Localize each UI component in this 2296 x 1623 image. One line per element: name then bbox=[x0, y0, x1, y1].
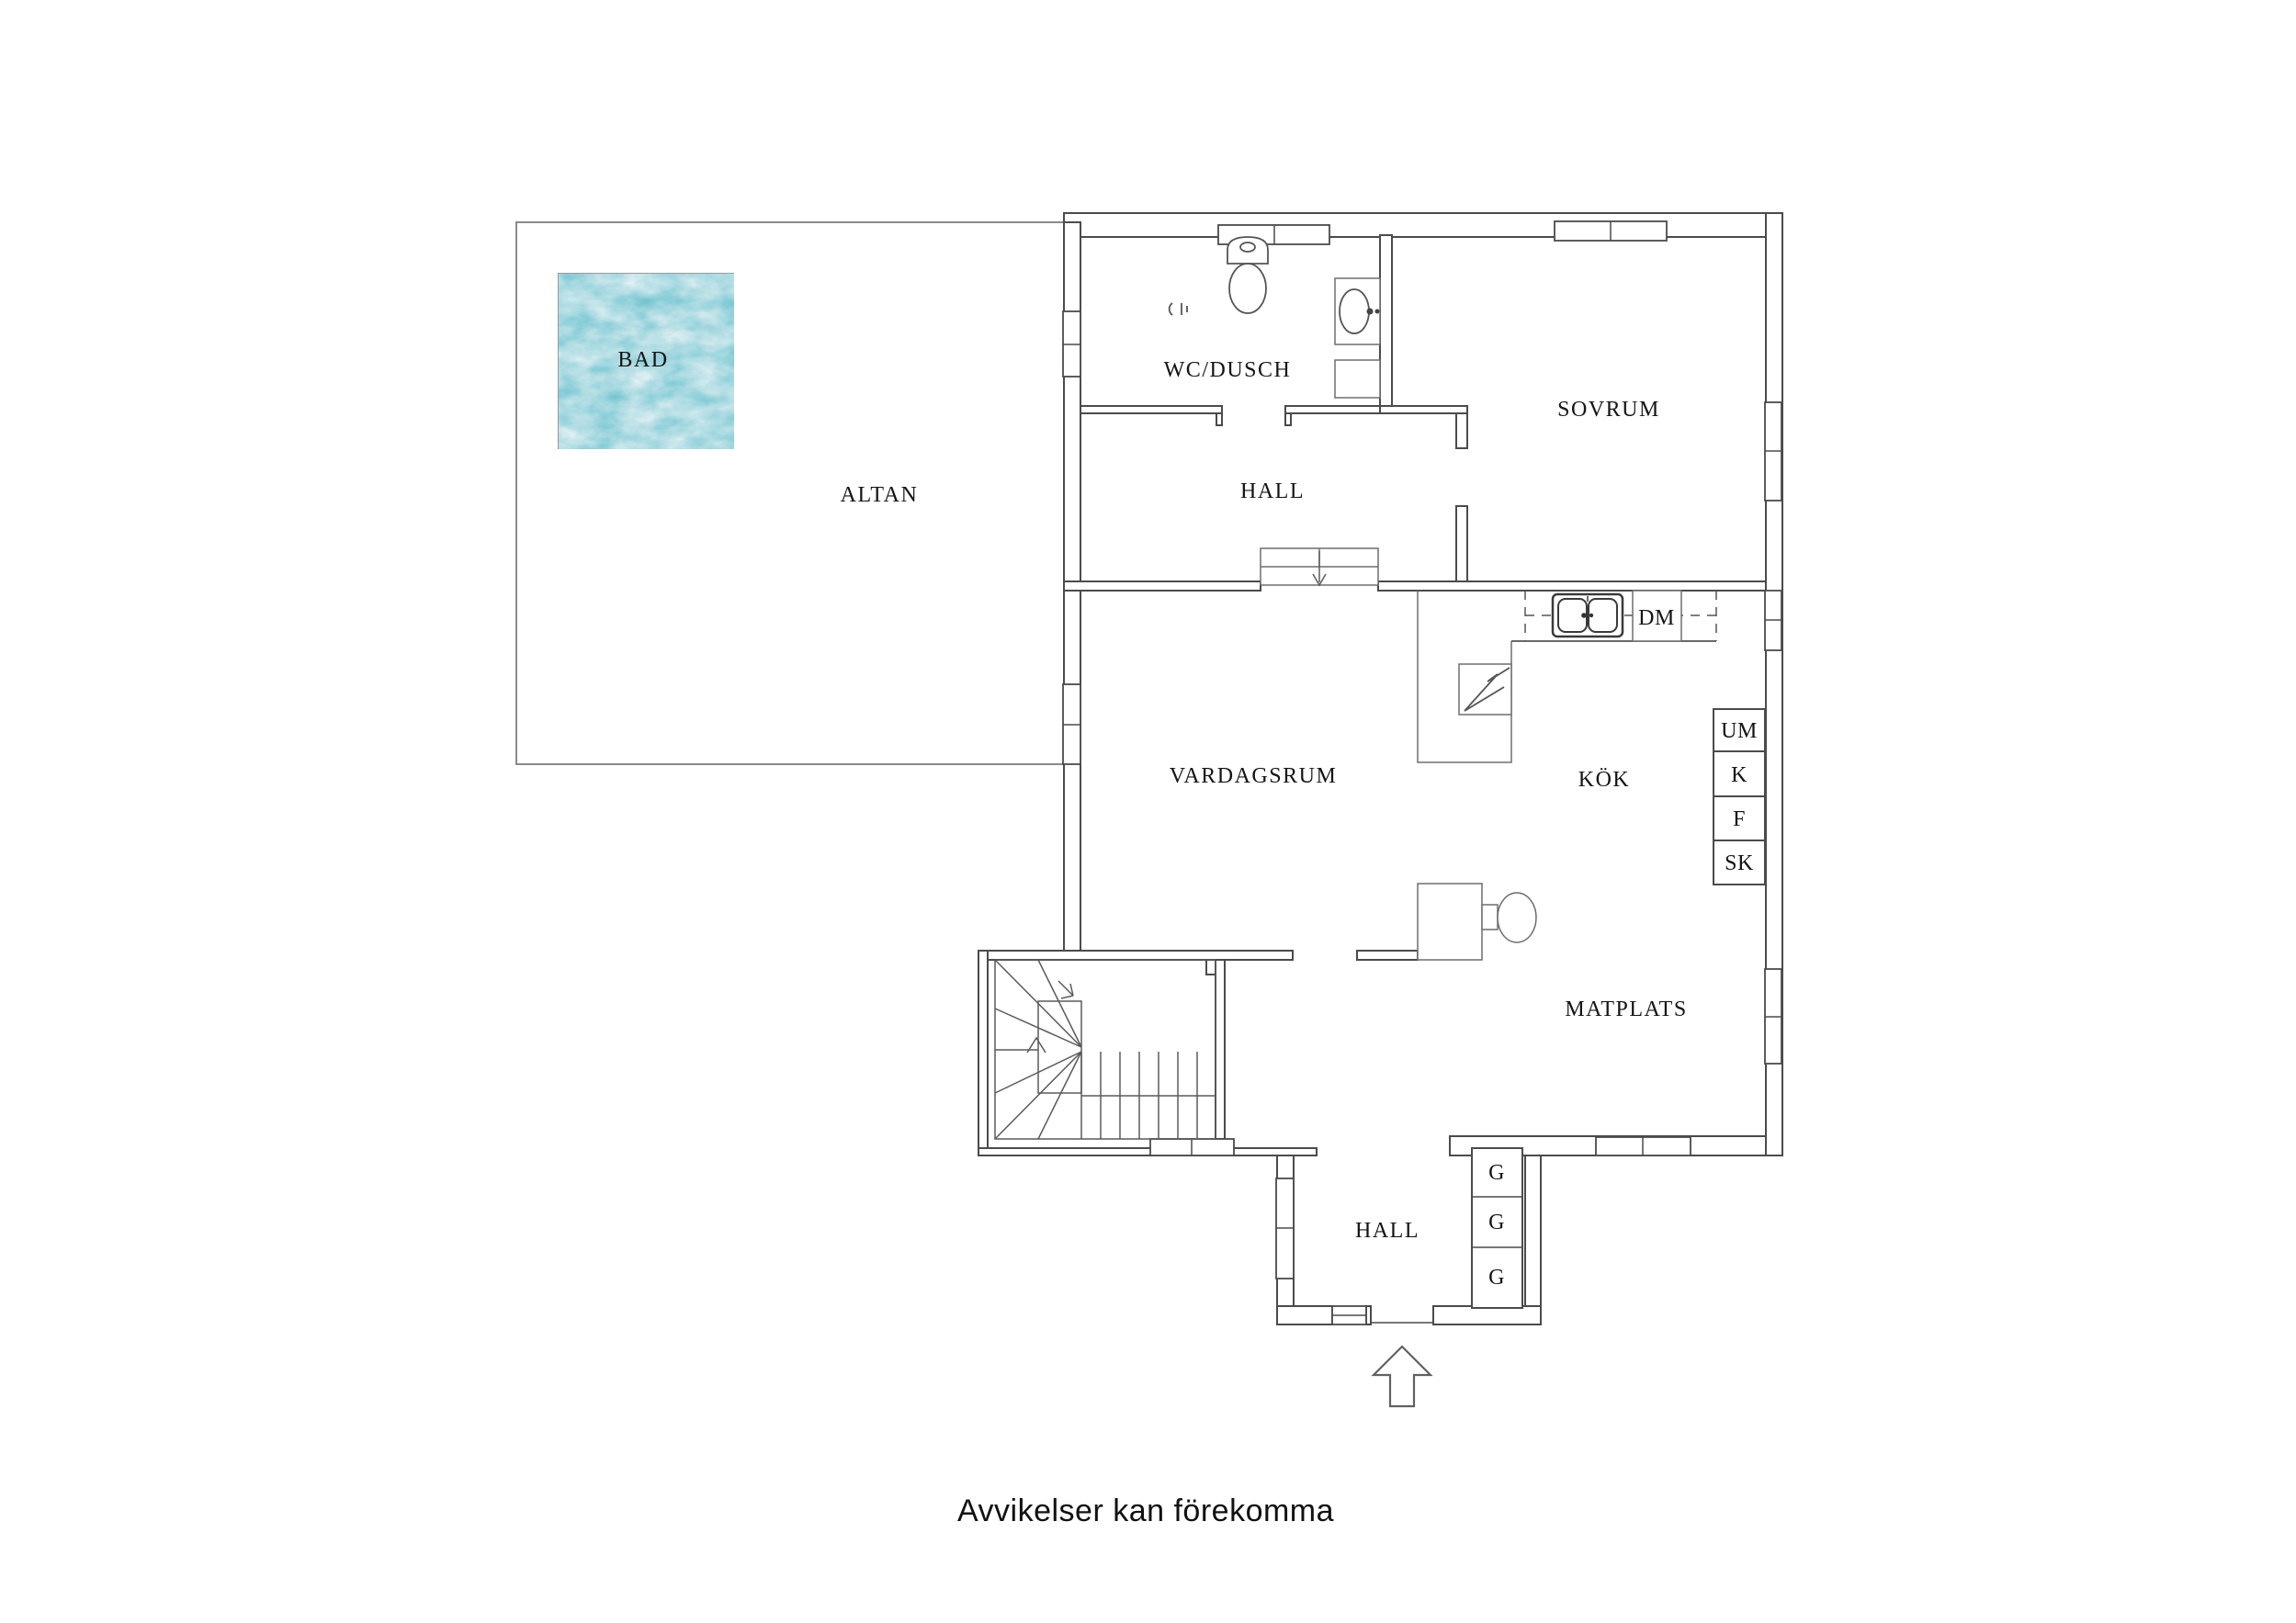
cabinet-um-label: UM bbox=[1721, 719, 1758, 743]
wall-hall-sovrum bbox=[1379, 405, 1468, 414]
room-label-vardagsrum: VARDAGSRUM bbox=[1170, 764, 1338, 788]
room-label-matplats: MATPLATS bbox=[1565, 997, 1687, 1021]
wall-stair-bottom bbox=[978, 1147, 1318, 1156]
disclaimer-caption: Avvikelser kan förekomma bbox=[957, 1493, 1334, 1528]
wall-vardagsrum-bottom-left bbox=[978, 950, 1294, 961]
room-label-hall-lower: HALL bbox=[1355, 1219, 1419, 1243]
dishwasher-box: DM bbox=[1632, 590, 1682, 642]
windows bbox=[1062, 220, 1782, 1325]
wall-sovrum-bottom bbox=[1377, 580, 1767, 592]
room-label-bad: BAD bbox=[617, 348, 668, 372]
electrical-panel-icon bbox=[1458, 663, 1512, 716]
wall-stair-east bbox=[1215, 959, 1226, 1140]
wall-sovrum-west-upper bbox=[1455, 412, 1468, 449]
desk bbox=[1417, 883, 1499, 961]
cabinet-column: UM K F SK bbox=[1713, 708, 1766, 885]
washbasin-icon bbox=[1334, 277, 1381, 345]
cabinet-k-label: K bbox=[1731, 763, 1747, 787]
cabinet-f-label: F bbox=[1733, 807, 1746, 831]
paper-holder-icon bbox=[1168, 302, 1188, 316]
wall-vardagsrum-bottom-right bbox=[1356, 950, 1419, 961]
chair-icon bbox=[1497, 892, 1537, 943]
wall-wc-east bbox=[1379, 234, 1393, 414]
wall-stair-west bbox=[978, 950, 989, 1156]
pool-water-texture bbox=[567, 282, 726, 441]
pool bbox=[558, 273, 734, 449]
wall-top bbox=[1063, 212, 1783, 238]
wall-hall-bottom bbox=[1063, 580, 1261, 592]
room-label-kok: KÖK bbox=[1578, 768, 1631, 792]
stair-turn-arrow bbox=[1058, 980, 1074, 999]
wall-hall2-bottom-a bbox=[1276, 1305, 1333, 1325]
stairs bbox=[994, 959, 1216, 1140]
cabinet-sk bbox=[1713, 840, 1766, 885]
room-labels: BAD ALTAN WC/DUSCH HALL SOVRUM VARDAGSRU… bbox=[617, 348, 1687, 1243]
entrance-arrow-icon bbox=[1371, 1345, 1433, 1408]
toilet-icon bbox=[1227, 236, 1269, 314]
doorjamb-wc-left bbox=[1216, 412, 1223, 426]
wall-wc-bottom-left bbox=[1080, 405, 1223, 414]
wardrobe-g1-label: G bbox=[1488, 1161, 1505, 1185]
room-label-wc-dusch: WC/DUSCH bbox=[1164, 358, 1292, 382]
cabinet-um bbox=[1713, 708, 1766, 752]
room-label-altan: ALTAN bbox=[841, 483, 919, 507]
wardrobe-g3-label: G bbox=[1488, 1266, 1505, 1290]
wall-wc-bottom-right bbox=[1284, 405, 1381, 414]
attic-hatch bbox=[1260, 547, 1379, 587]
cabinet-sk-label: SK bbox=[1725, 851, 1754, 875]
cabinet-k bbox=[1713, 750, 1766, 797]
stair-up-arrow bbox=[1026, 1036, 1046, 1054]
doorjamb-wc-right bbox=[1284, 412, 1292, 426]
bath-cabinet bbox=[1334, 359, 1381, 399]
wall-hall2-east bbox=[1524, 1155, 1542, 1307]
wall-sovrum-west-lower bbox=[1455, 505, 1468, 592]
kitchen-counter bbox=[1511, 591, 1717, 642]
room-label-sovrum: SOVRUM bbox=[1557, 398, 1660, 422]
kitchen-sink-icon bbox=[1551, 592, 1624, 638]
room-label-hall-upper: HALL bbox=[1240, 479, 1305, 503]
wardrobe-column: G G G bbox=[1471, 1147, 1523, 1309]
dishwasher-label: DM bbox=[1638, 606, 1675, 630]
wardrobe-g2-label: G bbox=[1488, 1211, 1505, 1234]
